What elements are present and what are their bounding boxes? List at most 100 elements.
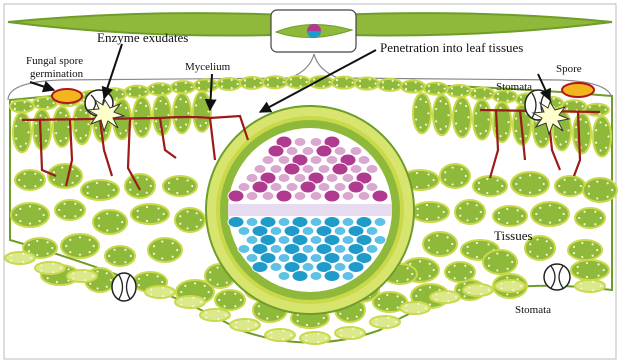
chloroplast [443, 211, 445, 213]
chloroplast [585, 121, 587, 123]
chloroplast [594, 223, 596, 225]
label-penetration: Penetration into leaf tissues [380, 40, 523, 55]
chloroplast [438, 83, 440, 85]
chloroplast [30, 257, 32, 259]
chloroplast [146, 274, 148, 276]
chloroplast [218, 299, 220, 301]
chloroplast [157, 207, 159, 209]
chloroplast [225, 314, 227, 316]
chloroplast [346, 77, 348, 79]
chloroplast [352, 336, 354, 338]
chloroplast [433, 179, 435, 181]
xylem-cell [334, 147, 346, 156]
chloroplast [146, 192, 148, 194]
chloroplast [539, 140, 541, 142]
chloroplast [592, 255, 594, 257]
chloroplast [339, 313, 341, 315]
chloroplast [419, 126, 421, 128]
phloem-cell [270, 263, 282, 272]
chloroplast [300, 85, 302, 87]
chloroplast [490, 92, 492, 94]
chloroplast [585, 144, 587, 146]
chloroplast [581, 256, 583, 258]
chloroplast [208, 291, 210, 293]
chloroplast [451, 92, 453, 94]
chloroplast [475, 112, 477, 114]
chloroplast [387, 317, 389, 319]
xylem-cell [334, 183, 346, 192]
chloroplast [145, 91, 147, 93]
chloroplast [582, 105, 584, 107]
chloroplast [76, 175, 78, 177]
chloroplast [317, 323, 319, 325]
chloroplast [47, 106, 49, 108]
chloroplast [497, 191, 499, 193]
chloroplast [447, 114, 449, 116]
xylem-cell [310, 192, 322, 201]
chloroplast [53, 102, 55, 104]
chloroplast [592, 243, 594, 245]
xylem-cell [318, 165, 330, 174]
chloroplast [258, 313, 260, 315]
chloroplast [416, 186, 418, 188]
chloroplast [24, 185, 26, 187]
chloroplast [258, 305, 260, 307]
chloroplast [290, 78, 292, 80]
phloem-cell [228, 217, 244, 228]
chloroplast [247, 320, 249, 322]
chloroplast [162, 287, 164, 289]
chloroplast [117, 214, 119, 216]
label-stomata-bottom: Stomata [515, 304, 551, 316]
chloroplast [597, 275, 599, 277]
chloroplast [36, 254, 38, 256]
chloroplast [89, 283, 91, 285]
chloroplast [559, 219, 561, 221]
xylem-cell [294, 138, 306, 147]
chloroplast [196, 226, 198, 228]
chloroplast [52, 271, 54, 273]
chloroplast [106, 286, 108, 288]
chloroplast [217, 318, 219, 320]
chloroplast [87, 123, 89, 125]
chloroplast [277, 77, 279, 79]
chloroplast [336, 84, 338, 86]
chloroplast [405, 88, 407, 90]
chloroplast [401, 301, 403, 303]
chloroplast [235, 326, 237, 328]
chloroplast [447, 292, 449, 294]
chloroplast [496, 252, 498, 254]
chloroplast [405, 83, 407, 85]
chloroplast [419, 260, 421, 262]
xylem-cell [350, 165, 362, 174]
chloroplast [85, 112, 87, 114]
chloroplast [433, 269, 435, 271]
chloroplast [429, 286, 431, 288]
chloroplast [92, 275, 94, 277]
chloroplast [574, 191, 576, 193]
chloroplast [478, 182, 480, 184]
chloroplast [459, 207, 461, 209]
chloroplast [306, 81, 308, 83]
chloroplast [517, 209, 519, 211]
chloroplast [36, 240, 38, 242]
chloroplast [455, 296, 457, 298]
chloroplast [507, 99, 509, 101]
chloroplast [465, 175, 467, 177]
chloroplast [107, 195, 109, 197]
chloroplast [461, 182, 463, 184]
chloroplast [136, 193, 138, 195]
chloroplast [447, 236, 449, 238]
xylem-cell [316, 145, 332, 157]
chloroplast [527, 124, 529, 126]
chloroplast [79, 254, 81, 256]
chloroplast [451, 243, 453, 245]
chloroplast [340, 329, 342, 331]
chloroplast [260, 82, 262, 84]
chloroplast [525, 135, 527, 137]
chloroplast [24, 101, 26, 103]
chloroplast [529, 174, 531, 176]
chloroplast [359, 85, 361, 87]
chloroplast [221, 80, 223, 82]
chloroplast [427, 112, 429, 114]
chloroplast [427, 173, 429, 175]
